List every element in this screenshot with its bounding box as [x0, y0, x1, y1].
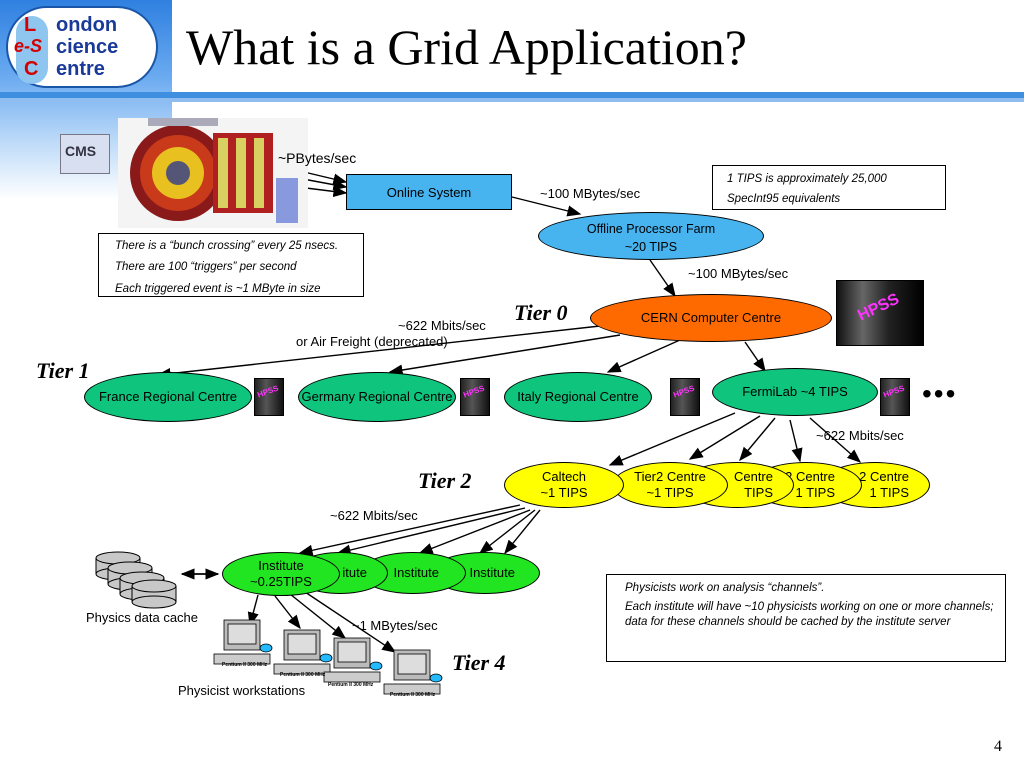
mbytes-1-label: ~1 MBytes/sec: [352, 618, 438, 633]
offline-farm-line2: ~20 TIPS: [624, 240, 678, 254]
logo-letter-c: C: [24, 58, 39, 80]
tier2-line1: Tier2 Centre: [634, 469, 706, 484]
caltech-line1: Caltech: [541, 469, 587, 484]
italy-regional-centre: Italy Regional Centre: [504, 372, 652, 422]
hpss-france: HPSS: [254, 378, 284, 416]
caltech-centre: Caltech ~1 TIPS: [504, 462, 624, 508]
hpss-germany: HPSS: [460, 378, 490, 416]
logo-word-cience: cience: [56, 36, 119, 58]
slide-title: What is a Grid Application?: [186, 19, 747, 75]
title-underline: [0, 92, 1024, 98]
tier2-5-line2: 1 TIPS: [869, 485, 909, 500]
institute-main-line1: Institute: [258, 558, 304, 573]
workstation-caption-2: Pentium II 300 MHz: [280, 672, 326, 678]
tips-note-line1: 1 TIPS is approximately 25,000: [727, 173, 887, 185]
online-system-box: Online System: [346, 174, 512, 210]
tips-note: 1 TIPS is approximately 25,000 SpecInt95…: [712, 165, 946, 210]
workstation-caption-3: Pentium II 300 MHz: [328, 682, 374, 688]
physics-data-cache-label: Physics data cache: [86, 610, 199, 625]
hpss-fermilab: HPSS: [880, 378, 910, 416]
bunch-note-line2: There are 100 “triggers” per second: [115, 261, 297, 273]
hpss-italy: HPSS: [670, 378, 700, 416]
logo-letter-l: L: [24, 14, 37, 36]
physicist-workstations-label: Physicist workstations: [178, 683, 306, 698]
more-centres-ellipsis: •••: [922, 378, 958, 409]
tier2-line2: ~1 TIPS: [646, 485, 694, 500]
bunch-crossing-note: There is a “bunch crossing” every 25 nse…: [98, 233, 364, 297]
cms-detector-image: [118, 118, 308, 228]
tier2-4-line2: 1 TIPS: [795, 485, 835, 500]
offline-farm-line1: Offline Processor Farm: [586, 222, 716, 236]
offline-processor-farm: Offline Processor Farm ~20 TIPS: [538, 212, 764, 260]
lesc-logo: L e-S C ondon cience entre: [6, 6, 158, 88]
logo-letter-es: e-S: [14, 36, 43, 56]
physicists-note-line1: Physicists work on analysis “channels”.: [625, 582, 825, 594]
tier2-label: Tier 2: [418, 468, 472, 493]
mbits-622-tier2-label: ~622 Mbits/sec: [330, 508, 418, 523]
hpss-fermilab-label: HPSS: [882, 383, 906, 400]
tier2-5-line1: 2 Centre: [859, 469, 909, 484]
tier2-3-line1: Centre: [733, 469, 773, 484]
bunch-note-line1: There is a “bunch crossing” every 25 nse…: [115, 240, 339, 252]
tier2-4-line1: 2 Centre: [785, 469, 835, 484]
mbits-622-fermi-label: ~622 Mbits/sec: [816, 428, 904, 443]
logo-letter-pill: [16, 16, 48, 84]
hpss-france-label: HPSS: [256, 383, 280, 400]
tier2-3-line2: TIPS: [744, 485, 773, 500]
mbits-622-label-line2: or Air Freight (deprecated): [296, 334, 448, 349]
page-number: 4: [994, 738, 1002, 755]
france-regional-centre: France Regional Centre: [84, 372, 252, 422]
workstation-caption-1: Pentium II 300 MHz: [222, 662, 268, 668]
hpss-italy-label: HPSS: [672, 383, 696, 400]
tier1-label: Tier 1: [36, 358, 90, 383]
institute-main-line2: ~0.25TIPS: [250, 574, 312, 589]
hpss-germany-label: HPSS: [462, 383, 486, 400]
physicists-note: Physicists work on analysis “channels”. …: [606, 574, 1006, 662]
hpss-storage-large: HPSS: [836, 280, 924, 346]
germany-regional-centre: Germany Regional Centre: [298, 372, 456, 422]
tier0-label: Tier 0: [514, 300, 568, 325]
physicist-workstations-image: [213, 619, 443, 695]
tips-note-line2: SpecInt95 equivalents: [727, 193, 841, 205]
hpss-large-label: HPSS: [855, 290, 902, 325]
physics-data-cache-disks: [95, 551, 177, 609]
physicists-note-line2: Each institute will have ~10 physicists …: [625, 601, 994, 628]
cern-computer-centre: CERN Computer Centre: [590, 294, 832, 342]
tier4-label: Tier 4: [452, 650, 506, 675]
logo-word-ondon: ondon: [56, 14, 118, 36]
fermilab-centre: FermiLab ~4 TIPS: [712, 368, 878, 416]
title-underline-light: [0, 98, 1024, 102]
pbytes-label: ~PBytes/sec: [278, 150, 357, 166]
institute-main: Institute ~0.25TIPS: [222, 552, 340, 596]
mbits-622-label-line1: ~622 Mbits/sec: [398, 318, 486, 333]
logo-word-entre: entre: [56, 58, 105, 80]
workstation-caption-4: Pentium II 300 MHz: [390, 692, 436, 698]
caltech-line2: ~1 TIPS: [540, 485, 588, 500]
mbytes-100-label-a: ~100 MBytes/sec: [540, 186, 641, 201]
bunch-note-line3: Each triggered event is ~1 MByte in size: [115, 283, 321, 295]
cms-logo: CMS: [60, 134, 110, 174]
cms-label: CMS: [65, 143, 97, 159]
tier2-centre: Tier2 Centre ~1 TIPS: [612, 462, 728, 508]
mbytes-100-label-b: ~100 MBytes/sec: [688, 266, 789, 281]
